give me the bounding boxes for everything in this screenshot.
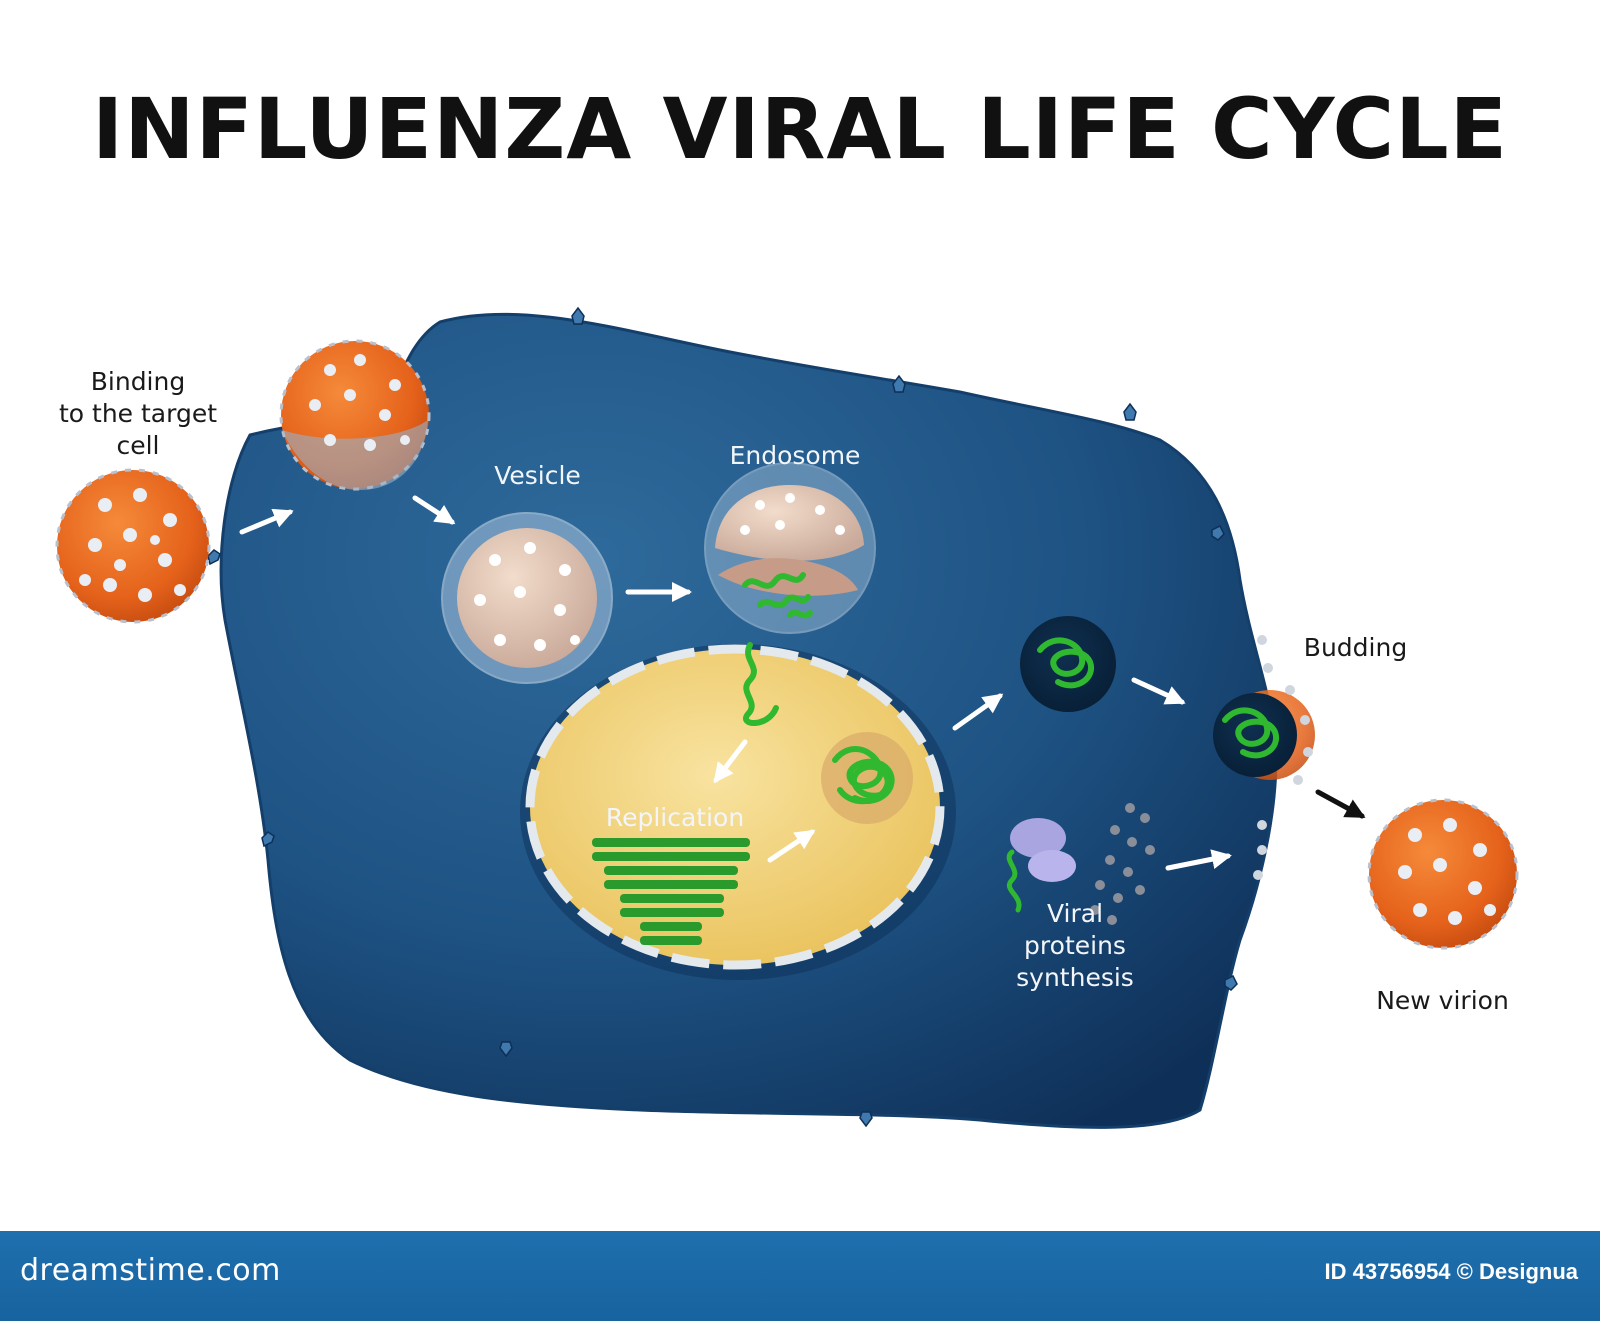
label-vesicle: Vesicle (494, 461, 581, 490)
ribosome (1006, 818, 1076, 913)
replication-rna-stack (592, 838, 750, 945)
label-viral-proteins-line-2: proteins (1024, 931, 1126, 960)
arrow-proteins-to-membrane (1165, 849, 1232, 871)
arrow-rna-to-replication (713, 739, 748, 784)
arrow-nucleus-to-export (952, 693, 1004, 731)
label-budding: Budding (1303, 633, 1408, 662)
label-endosome: Endosome (729, 441, 861, 470)
viral-rna-entering (743, 642, 779, 727)
endosome (704, 462, 876, 634)
label-replication: Replication (605, 803, 745, 832)
arrow-binding-to-entry (239, 508, 294, 535)
binding-virion (55, 468, 211, 624)
rnp-export-vesicle (1020, 616, 1116, 712)
label-binding-line-3: cell (116, 431, 160, 460)
label-binding-line-1: Binding (90, 367, 186, 396)
entering-virion (279, 339, 431, 491)
footer-bar: dreamstime.com ID 43756954 © Designua (0, 1231, 1600, 1321)
arrow-entry-to-vesicle (412, 495, 456, 525)
footer-site-logo: dreamstime.com (20, 1253, 281, 1288)
footer-image-id: ID 43756954 © Designua (1324, 1259, 1578, 1284)
arrow-budding-to-new-virion (1315, 789, 1366, 819)
new-virion (1367, 798, 1519, 950)
label-binding-line-2: to the target (58, 399, 218, 428)
arrow-replication-to-rnp (767, 829, 816, 863)
label-viral-proteins-line-1: Viral (1046, 899, 1104, 928)
label-binding: Binding to the target cell (40, 366, 236, 462)
diagram-title: INFLUENZA VIRAL LIFE CYCLE (91, 80, 1509, 178)
label-viral-proteins-line-3: synthesis (1016, 963, 1134, 992)
arrow-export-to-budding (1131, 677, 1186, 705)
membrane-receptors (207, 306, 1238, 1128)
rnp-complex-nucleus (821, 732, 913, 824)
budding-virion (1213, 635, 1315, 880)
label-new-virion: New virion (1376, 986, 1509, 1015)
process-arrows (239, 495, 1232, 871)
viral-protein-particles (1090, 803, 1155, 925)
label-viral-proteins: Viral proteins synthesis (1000, 898, 1150, 994)
diagram-artwork (55, 306, 1519, 1129)
vesicle (441, 512, 613, 684)
